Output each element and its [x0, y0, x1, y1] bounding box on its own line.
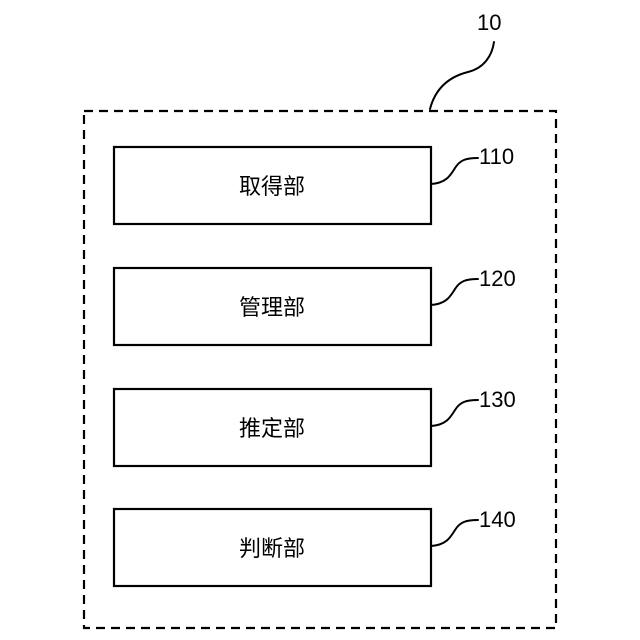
block-estimation-unit-ref: 130 [479, 387, 516, 412]
block-acquisition-unit-label: 取得部 [239, 175, 305, 200]
block-judgment-unit-leader [431, 520, 478, 546]
block-acquisition-unit-leader [431, 158, 478, 184]
system-ref-leader [430, 42, 494, 109]
block-estimation-unit-label: 推定部 [239, 417, 305, 442]
block-judgment-unit-ref: 140 [479, 507, 516, 532]
block-acquisition-unit-ref: 110 [479, 144, 514, 169]
block-management-unit-leader [431, 279, 478, 305]
system-ref-label: 10 [477, 10, 501, 35]
block-management-unit-ref: 120 [479, 266, 516, 291]
block-judgment-unit-label: 判断部 [239, 537, 305, 562]
block-estimation-unit-leader [431, 400, 478, 426]
block-management-unit-label: 管理部 [239, 296, 305, 321]
